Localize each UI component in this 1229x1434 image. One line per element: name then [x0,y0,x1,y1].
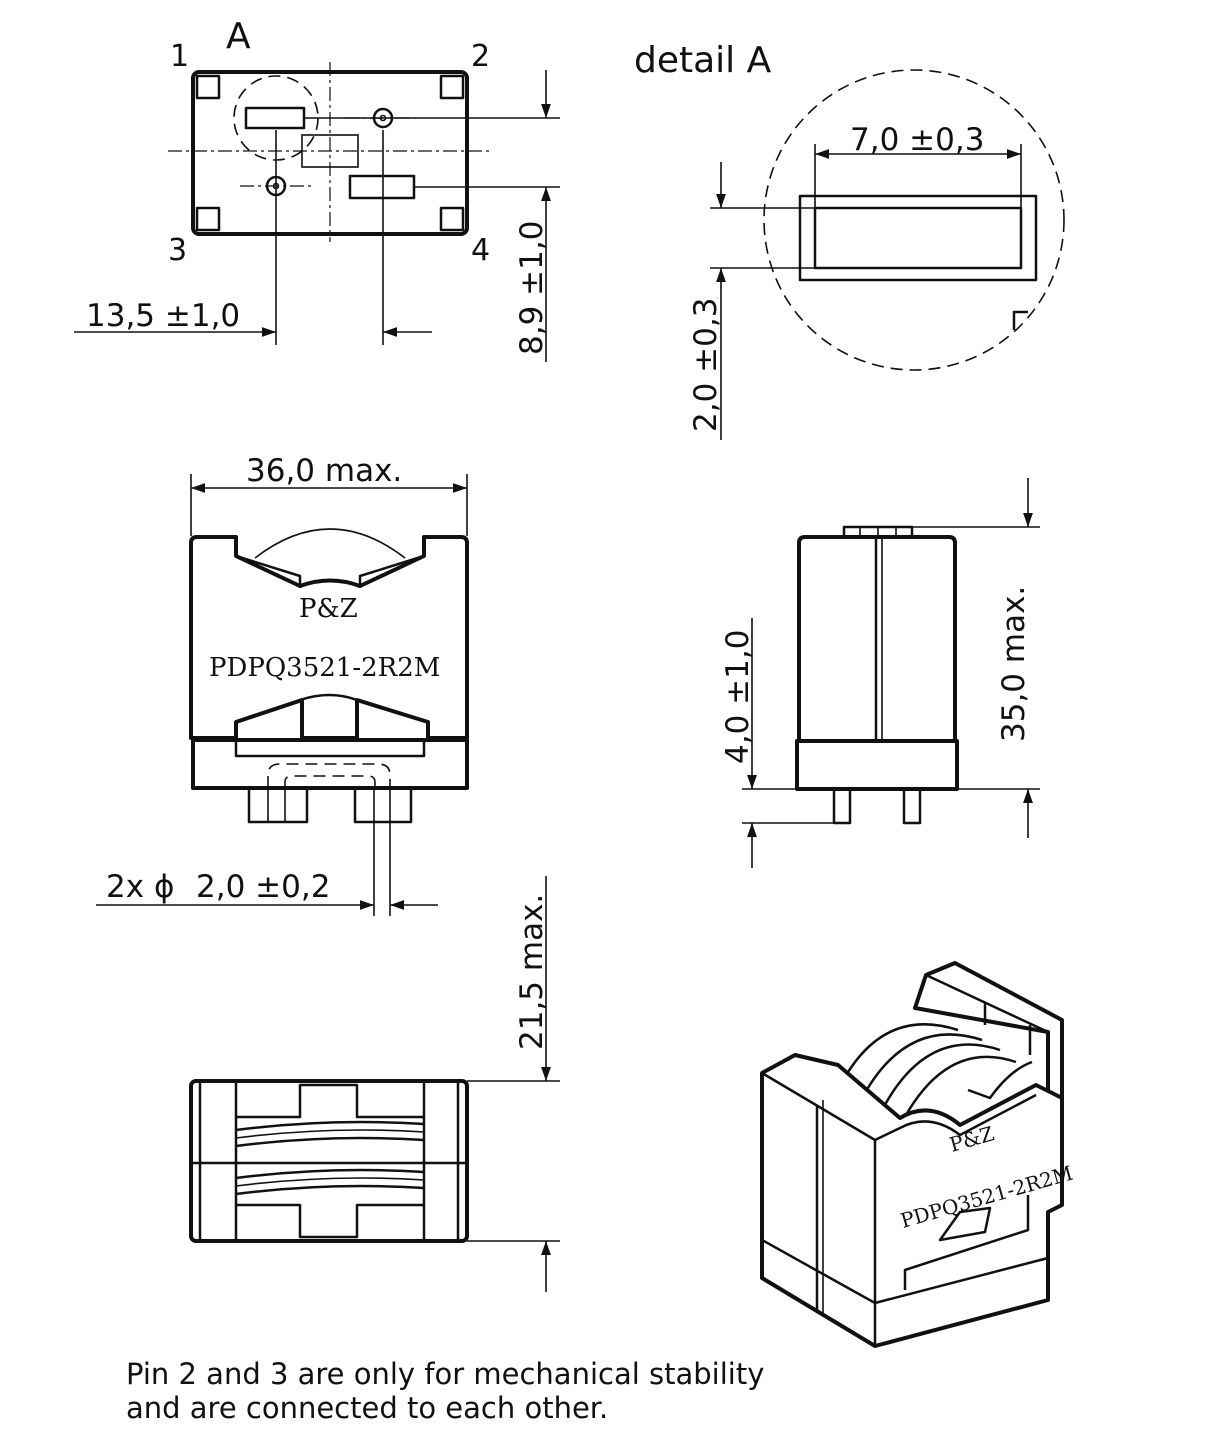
dim-detail-height: 2,0 ±0,3 [688,298,724,432]
marking-part: PDPQ3521-2R2M [209,653,440,683]
dim-height: 35,0 max. [996,586,1032,742]
pad-hatched [813,206,1023,270]
side-core-outline [797,535,957,743]
winding-turn [235,1184,425,1196]
iso-winding [858,1033,983,1103]
view-label-a: A [226,16,251,57]
iso-pin-recess [938,1206,992,1242]
front-view: 36,0 max. P&Z PDPQ3521-2R2M 2x ϕ 2,0 ±0,… [96,453,469,916]
iso-base-edge [761,1238,1049,1305]
winding-turn [235,1120,425,1132]
base-step [234,740,426,758]
core-top-shape [236,1083,424,1119]
side-pin [902,787,922,825]
iso-winding [898,1055,1017,1127]
iso-notch [967,1060,1033,1100]
side-pin [832,787,852,825]
note-line-2: and are connected to each other. [126,1391,608,1425]
isometric-view: P&Z PDPQ3521-2R2M [760,961,1075,1348]
dim-pitch-x: 13,5 ±1,0 [86,298,240,334]
solder-pad-1 [244,106,306,130]
winding-arc [254,528,406,559]
winding-turn [235,1129,425,1139]
winding-turn [235,1177,425,1187]
note-line-1: Pin 2 and 3 are only for mechanical stab… [126,1357,764,1391]
pin-label-1: 1 [170,39,189,74]
hidden-wire-inner [284,775,376,788]
marking-brand: P&Z [299,594,358,624]
core-notch-edge [235,554,302,588]
pad-view: A 1 2 3 4 13,5 ±1,0 8,9 ±1,0 [74,16,560,362]
core-outline [189,535,469,740]
iso-back-flange [913,961,1064,1152]
dim-width: 36,0 max. [246,453,402,489]
dim-pin-length: 4,0 ±1,0 [720,630,756,764]
base-outline [191,738,469,790]
hidden-wire-outer [267,763,391,788]
dim-depth: 21,5 max. [514,894,550,1050]
detail-title: detail A [634,40,772,81]
center-window [301,134,359,168]
pin-4 [353,786,413,824]
iso-top-front-edge [874,1093,1037,1142]
core-bottom-shape [236,1203,424,1239]
corner-foot [439,206,465,232]
winding-turn [235,1136,425,1148]
detail-a-view: detail A 7,0 ±0,3 2,0 ±0,3 [634,40,1065,440]
corner-foot [195,206,221,232]
corner-foot [439,74,465,100]
pin-1 [247,786,309,824]
diameter-symbol: ϕ [154,869,174,905]
side-base-outline [795,739,959,791]
pad-outline [798,194,1038,282]
winding-turn [235,1168,425,1180]
section-mark [1012,310,1028,330]
iso-edge [761,1071,876,1142]
dim-detail-width: 7,0 ±0,3 [850,122,984,158]
side-view: 35,0 max. 4,0 ±1,0 [720,478,1040,868]
note: Pin 2 and 3 are only for mechanical stab… [126,1357,764,1425]
dim-pitch-y: 8,9 ±1,0 [514,221,550,355]
dim-pin-diameter: 2,0 ±0,2 [196,869,330,905]
iso-base-step [903,1195,1030,1290]
pin-label-2: 2 [471,39,490,74]
core-notch-edge [299,693,358,702]
bottom-view: 21,5 max. [189,876,560,1292]
pin-label-4: 4 [471,233,490,268]
corner-foot [195,74,221,100]
iso-edge [925,973,1049,1034]
pin-label-3: 3 [168,233,187,268]
core-notch-edge [358,554,425,588]
bottom-outline [189,1079,469,1243]
detail-boundary [763,69,1065,371]
solder-pad-4 [348,174,416,200]
dim-pin-count: 2x [106,869,144,905]
iso-winding [878,1043,1001,1115]
